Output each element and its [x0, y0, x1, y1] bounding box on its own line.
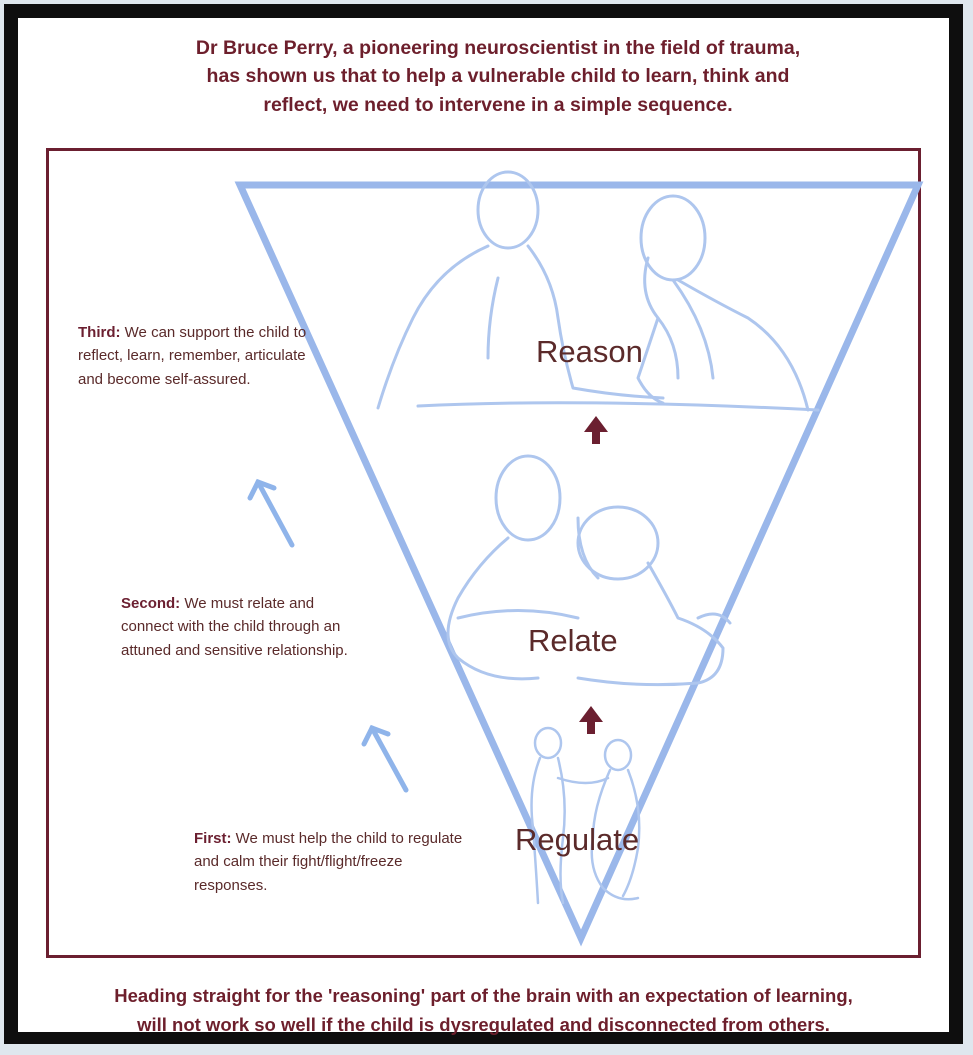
- step-first-label: First:: [194, 830, 232, 847]
- stage-label-regulate: Regulate: [515, 822, 639, 858]
- conclusion-footer: Heading straight for the 'reasoning' par…: [28, 982, 939, 1039]
- footer-line-1: Heading straight for the 'reasoning' par…: [28, 982, 939, 1011]
- step-second-label: Second:: [121, 595, 180, 612]
- arrow-regulate-to-relate: [579, 706, 603, 734]
- brain-sequence-diagram: [18, 18, 949, 1032]
- stage-label-reason: Reason: [536, 334, 643, 370]
- arrow-relate-to-reason: [584, 416, 608, 444]
- blue-arrow-upper: [250, 482, 292, 545]
- step-second: Second: We must relate and connect with …: [121, 592, 361, 662]
- regulate-figures-illustration: [532, 728, 640, 903]
- image-frame: Dr Bruce Perry, a pioneering neuroscient…: [4, 4, 963, 1044]
- step-first: First: We must help the child to regulat…: [194, 827, 466, 897]
- infographic-card: Dr Bruce Perry, a pioneering neuroscient…: [18, 18, 949, 1032]
- stage-label-relate: Relate: [528, 623, 618, 659]
- footer-line-2: will not work so well if the child is dy…: [28, 1011, 939, 1040]
- reason-figures-illustration: [378, 172, 818, 410]
- step-first-text: We must help the child to regulate and c…: [194, 830, 462, 894]
- step-third-label: Third:: [78, 324, 121, 341]
- step-third: Third: We can support the child to refle…: [78, 321, 308, 391]
- blue-arrow-lower: [364, 728, 406, 790]
